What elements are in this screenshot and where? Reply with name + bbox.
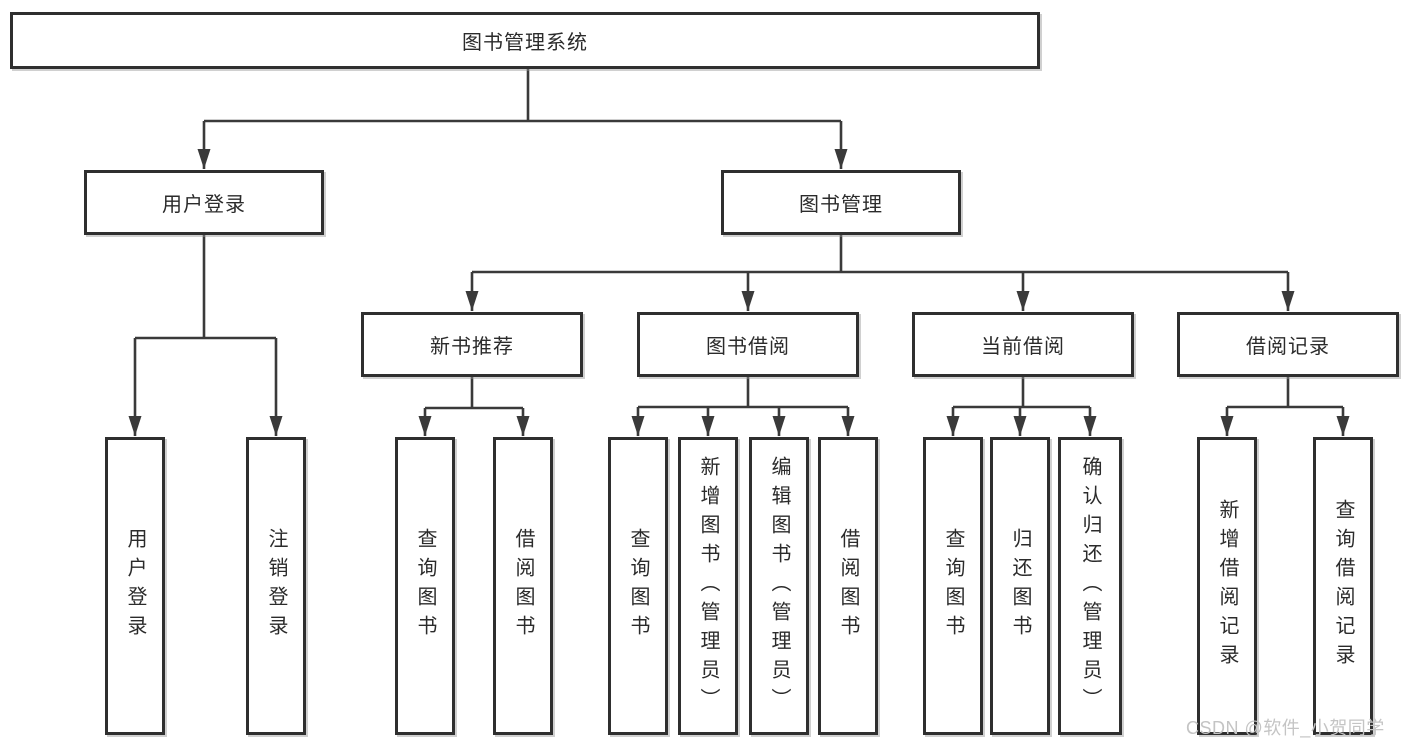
leaf-logout: 注销登录	[246, 437, 306, 735]
node-book-borrow-label: 图书借阅	[706, 336, 790, 358]
leaf-query-books-current: 查询图书	[923, 437, 983, 735]
leaf-add-book-admin-label: 新增图书（管理员）	[697, 455, 719, 717]
leaf-add-borrow-record-label: 新增借阅记录	[1216, 499, 1238, 673]
node-new-book-recommend: 新书推荐	[361, 312, 583, 377]
leaf-add-borrow-record: 新增借阅记录	[1197, 437, 1257, 735]
node-book-management-label: 图书管理	[799, 194, 883, 216]
leaf-edit-book-admin: 编辑图书（管理员）	[749, 437, 809, 735]
node-root-label: 图书管理系统	[462, 32, 588, 54]
leaf-query-books-recommend: 查询图书	[395, 437, 455, 735]
leaf-confirm-return-admin-label: 确认归还（管理员）	[1079, 455, 1101, 717]
leaf-query-books-current-label: 查询图书	[942, 528, 964, 644]
leaf-borrow-books-recommend-label: 借阅图书	[512, 528, 534, 644]
node-user-login-label: 用户登录	[162, 194, 246, 216]
leaf-add-book-admin: 新增图书（管理员）	[678, 437, 738, 735]
leaf-user-login: 用户登录	[105, 437, 165, 735]
leaf-query-books-borrow: 查询图书	[608, 437, 668, 735]
node-book-management: 图书管理	[721, 170, 961, 235]
leaf-query-books-recommend-label: 查询图书	[414, 528, 436, 644]
csdn-watermark: CSDN @软件_小贺同学	[1186, 718, 1385, 738]
leaf-return-books-label: 归还图书	[1009, 528, 1031, 644]
leaf-query-borrow-record: 查询借阅记录	[1313, 437, 1373, 735]
leaf-return-books: 归还图书	[990, 437, 1050, 735]
leaf-borrow-books-recommend: 借阅图书	[493, 437, 553, 735]
leaf-borrow-books: 借阅图书	[818, 437, 878, 735]
node-root: 图书管理系统	[10, 12, 1040, 69]
leaf-query-books-borrow-label: 查询图书	[627, 528, 649, 644]
node-current-borrow: 当前借阅	[912, 312, 1134, 377]
leaf-borrow-books-label: 借阅图书	[837, 528, 859, 644]
leaf-logout-label: 注销登录	[265, 528, 287, 644]
leaf-user-login-label: 用户登录	[124, 528, 146, 644]
node-user-login: 用户登录	[84, 170, 324, 235]
node-new-book-recommend-label: 新书推荐	[430, 336, 514, 358]
node-borrow-records-label: 借阅记录	[1246, 336, 1330, 358]
node-current-borrow-label: 当前借阅	[981, 336, 1065, 358]
leaf-confirm-return-admin: 确认归还（管理员）	[1058, 437, 1122, 735]
node-book-borrow: 图书借阅	[637, 312, 859, 377]
leaf-query-borrow-record-label: 查询借阅记录	[1332, 499, 1354, 673]
node-borrow-records: 借阅记录	[1177, 312, 1399, 377]
leaf-edit-book-admin-label: 编辑图书（管理员）	[768, 455, 790, 717]
